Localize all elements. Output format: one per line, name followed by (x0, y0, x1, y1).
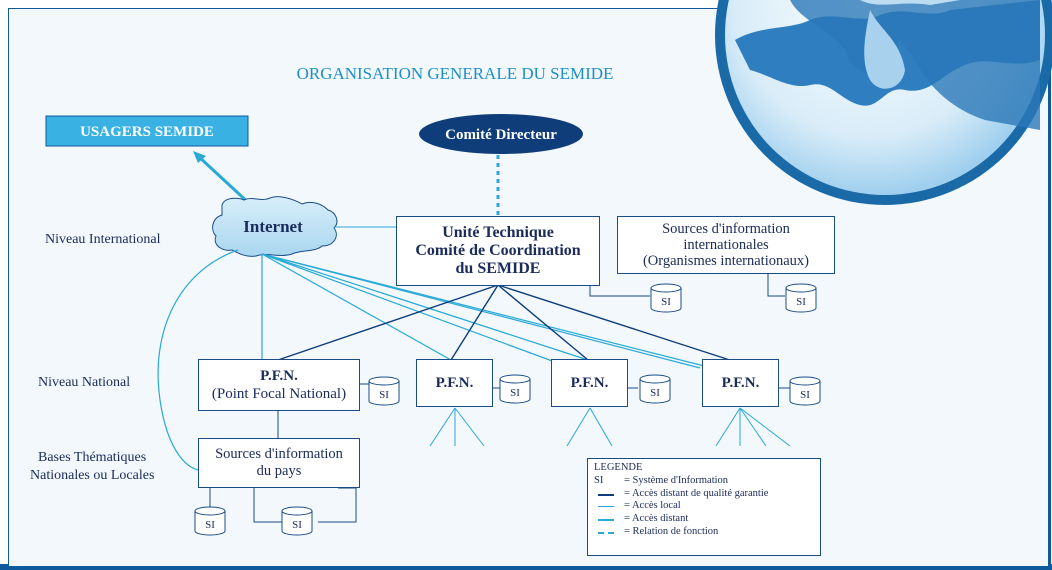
svg-text:SI: SI (661, 296, 671, 308)
si-database-icon: SI (789, 376, 821, 406)
arrow-head-icon (193, 151, 206, 163)
legend-line-local (598, 506, 614, 508)
unite-line1: Unité Technique (442, 224, 554, 241)
level-bases-line2: Nationales ou Locales (30, 468, 155, 483)
pfn-box: P.F.N. (416, 359, 493, 407)
level-bases-line1: Bases Thématiques (38, 450, 147, 465)
sources-int-line2: internationales (683, 237, 769, 253)
legend-title: LEGENDE (594, 462, 643, 473)
level-international: Niveau International (45, 232, 161, 247)
si-database-icon: SI (194, 506, 226, 536)
pfn-label: P.F.N. (435, 374, 474, 391)
legend-text: = Système d'Information (624, 474, 729, 486)
pfn-main-title: P.F.N. (260, 368, 298, 384)
si-database-icon: SI (650, 283, 682, 313)
legend-item: = Accès local (594, 500, 814, 513)
legend-text: = Accès local (624, 500, 681, 512)
legend-item: = Relation de fonction (594, 526, 814, 539)
svg-text:SI: SI (292, 519, 302, 531)
comite-directeur-label: Comité Directeur (445, 127, 557, 143)
sources-pays-box: Sources d'information du pays (198, 438, 360, 488)
legend-text: = Relation de fonction (624, 525, 719, 537)
legend-line-distant (598, 519, 614, 522)
sources-int-line1: Sources d'information (662, 221, 790, 237)
si-database-icon: SI (281, 506, 313, 536)
pfn-label: P.F.N. (721, 374, 760, 391)
pfn-label: P.F.N. (570, 374, 609, 391)
si-database-icon: SI (368, 376, 400, 406)
mediterranean-globe-image (715, 0, 1052, 205)
svg-text:SI: SI (510, 387, 520, 399)
legend-symbol: SI (594, 474, 604, 486)
sources-internationales-box: Sources d'information internationales (O… (617, 216, 835, 274)
si-database-icon: SI (639, 374, 671, 404)
diagram-title: ORGANISATION GENERALE DU SEMIDE (297, 64, 614, 83)
local-access-lines (429, 407, 791, 447)
sources-pays-line2: du pays (256, 463, 302, 479)
usagers-label: USAGERS SEMIDE (80, 124, 214, 140)
svg-text:SI: SI (379, 389, 389, 401)
unite-technique-box: Unité Technique Comité de Coordination d… (396, 216, 600, 286)
pfn-main-box: P.F.N. (Point Focal National) (198, 359, 360, 411)
distant-access-lines (157, 249, 729, 471)
svg-text:SI: SI (650, 387, 660, 399)
svg-text:SI: SI (796, 296, 806, 308)
internet-cloud (212, 196, 338, 257)
si-database-icon: SI (785, 283, 817, 313)
unite-line3: du SEMIDE (455, 260, 541, 277)
legend-text: = Accès distant de qualité garantie (624, 487, 769, 499)
legend-line-dark (598, 493, 614, 496)
legend-item: = Accès distant de qualité garantie (594, 488, 814, 501)
legend-item: = Accès distant (594, 513, 814, 526)
si-database-icon: SI (499, 374, 531, 404)
pfn-box: P.F.N. (702, 359, 779, 407)
sources-pays-line1: Sources d'information (215, 446, 343, 462)
legend-item: SI = Système d'Information (594, 475, 814, 488)
guaranteed-access-lines (277, 284, 737, 363)
unite-line2: Comité de Coordination (415, 242, 581, 259)
legend-text: = Accès distant (624, 513, 689, 525)
svg-text:SI: SI (800, 389, 810, 401)
pfn-box: P.F.N. (551, 359, 628, 407)
svg-text:SI: SI (205, 519, 215, 531)
level-national: Niveau National (38, 375, 131, 390)
sources-int-line3: (Organismes internationaux) (642, 253, 810, 269)
usagers-box (45, 115, 249, 147)
legend-line-dashed (598, 531, 614, 534)
internet-label: Internet (243, 217, 303, 236)
comite-directeur-ellipse (419, 114, 583, 154)
pfn-main-subtitle: (Point Focal National) (211, 386, 347, 402)
legend: LEGENDE SI = Système d'Information = Acc… (587, 458, 821, 556)
